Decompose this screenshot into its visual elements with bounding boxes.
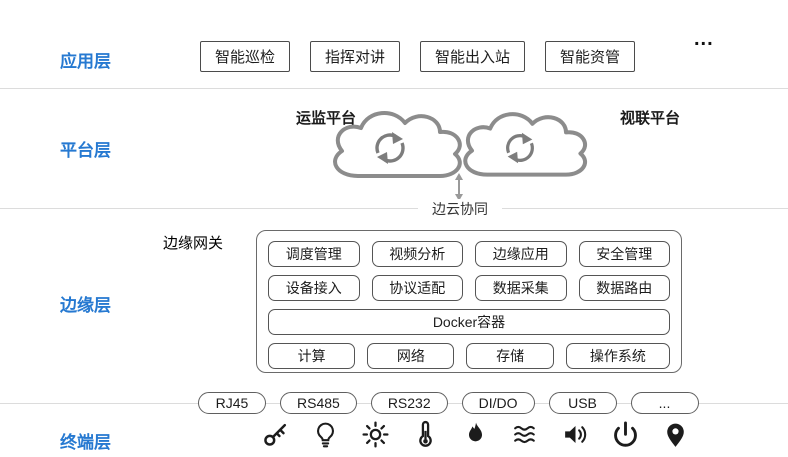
terminal-layer-label: 终端层 — [60, 433, 111, 452]
edge-gateway-label: 边缘网关 — [163, 235, 224, 252]
app-layer-label: 应用层 — [60, 52, 111, 71]
divider-app-platform — [0, 88, 788, 89]
app-box: 指挥对讲 — [310, 41, 401, 72]
docker-chip: Docker容器 — [268, 309, 670, 335]
edge-layer-label: 边缘层 — [60, 296, 111, 315]
left-platform-label: 运监平台 — [296, 110, 357, 127]
app-box: 智能出入站 — [420, 41, 526, 72]
power-icon — [611, 420, 640, 449]
edge-service-row: 调度管理 视频分析 边缘应用 安全管理 — [268, 241, 670, 267]
interface-pill: RS485 — [280, 392, 357, 414]
edge-chip: 安全管理 — [578, 241, 670, 267]
edge-chip: 网络 — [367, 343, 455, 369]
sync-icon — [375, 132, 405, 164]
edge-gateway-box: 调度管理 视频分析 边缘应用 安全管理 设备接入 协议适配 数据采集 数据路由 … — [256, 230, 682, 373]
edge-access-row: 设备接入 协议适配 数据采集 数据路由 — [268, 275, 670, 301]
edge-container-row: Docker容器 — [268, 309, 670, 335]
app-box: 智能巡检 — [200, 41, 291, 72]
location-icon — [661, 420, 690, 449]
edge-cloud-collab-label: 边云协同 — [418, 199, 502, 219]
right-platform-label: 视联平台 — [620, 110, 681, 127]
edge-chip: 计算 — [268, 343, 356, 369]
speaker-icon — [561, 420, 590, 449]
edge-chip: 设备接入 — [268, 275, 360, 301]
edge-chip: 边缘应用 — [475, 241, 567, 267]
app-more-ellipsis: ... — [694, 28, 714, 50]
interface-pill: DI/DO — [461, 392, 535, 414]
brightness-icon — [361, 420, 390, 449]
platform-layer-label: 平台层 — [60, 141, 111, 160]
key-icon — [261, 420, 290, 449]
divider-platform-edge — [0, 208, 788, 209]
edge-chip: 存储 — [466, 343, 554, 369]
terminal-device-icons — [261, 420, 690, 449]
app-box: 智能资管 — [545, 41, 636, 72]
updown-arrow-icon — [455, 173, 463, 201]
interface-pill-row: RJ45 RS485 RS232 DI/DO USB ... — [198, 392, 699, 414]
edge-chip: 数据采集 — [475, 275, 567, 301]
right-cloud — [465, 114, 585, 174]
platform-clouds — [333, 110, 612, 178]
waves-icon — [511, 420, 540, 449]
interface-pill-more: ... — [630, 392, 699, 414]
edge-chip: 数据路由 — [578, 275, 670, 301]
sync-icon — [506, 132, 534, 164]
edge-resource-row: 计算 网络 存储 操作系统 — [268, 343, 670, 369]
edge-chip: 协议适配 — [371, 275, 463, 301]
app-boxes-row: 智能巡检 指挥对讲 智能出入站 智能资管 — [200, 41, 636, 72]
edge-chip: 操作系统 — [565, 343, 670, 369]
interface-pill: RS232 — [370, 392, 448, 414]
thermometer-icon — [411, 420, 440, 449]
edge-chip: 调度管理 — [268, 241, 360, 267]
bulb-icon — [311, 420, 340, 449]
interface-pill: USB — [548, 392, 617, 414]
edge-chip: 视频分析 — [371, 241, 463, 267]
interface-pill: RJ45 — [198, 392, 266, 414]
flame-icon — [461, 420, 490, 449]
